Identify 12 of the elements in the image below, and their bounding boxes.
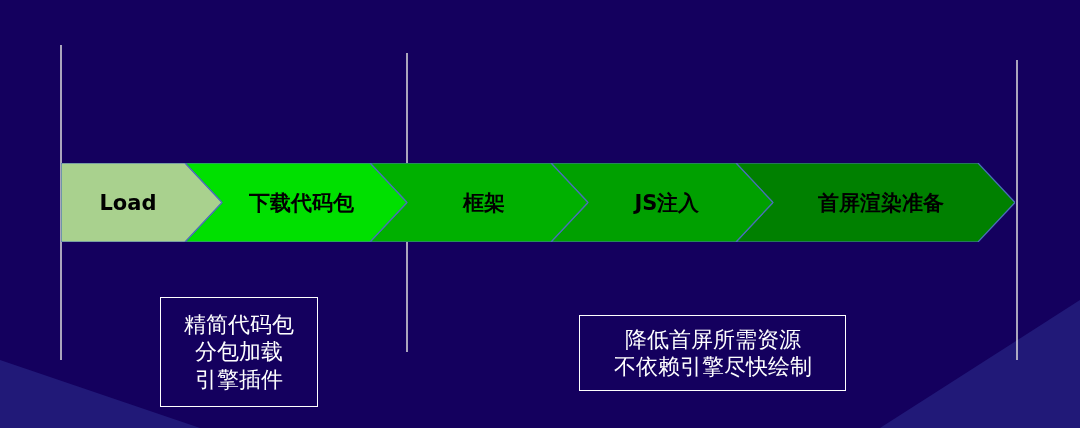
note-text: 分包加载 — [195, 338, 283, 366]
note-text: 引擎插件 — [195, 365, 283, 394]
note-box — [160, 297, 318, 407]
note-text: 不依赖引擎尽快绘制 — [613, 353, 812, 381]
note-text: 降低首屏所需资源 — [624, 325, 801, 353]
step-label: Load — [99, 190, 157, 215]
step-label: JS注入 — [634, 189, 700, 217]
note-text: 精简代码包 — [184, 310, 294, 339]
step-label: 下载代码包 — [248, 189, 354, 217]
note-box — [579, 315, 846, 391]
step-label: 首屏渲染准备 — [817, 189, 944, 217]
step-label: 框架 — [463, 189, 505, 217]
